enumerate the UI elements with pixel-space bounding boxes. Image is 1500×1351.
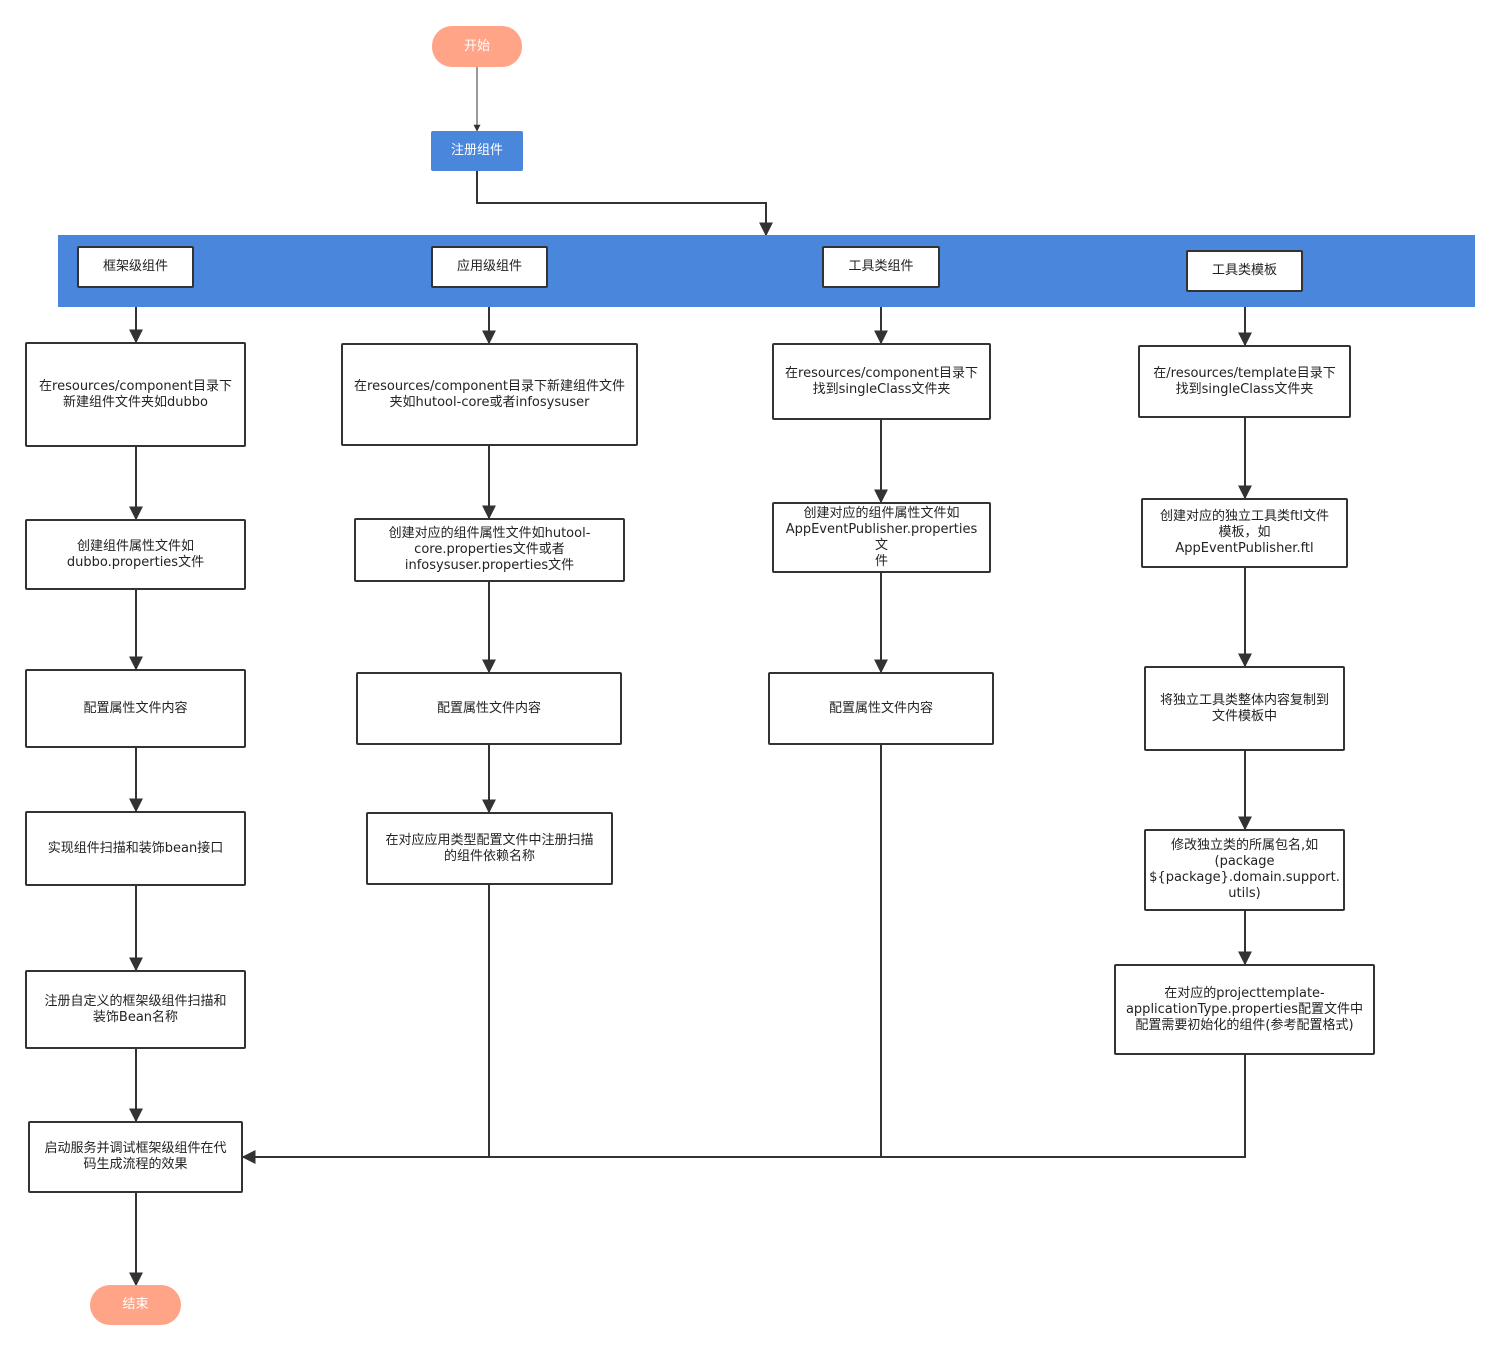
c2-step-3: 配置属性文件内容: [356, 672, 622, 745]
c4-step-2: 创建对应的独立工具类ftl文件 模板，如 AppEventPublisher.f…: [1141, 498, 1348, 568]
c1-step-2: 创建组件属性文件如 dubbo.properties文件: [25, 519, 246, 590]
c1-step-6: 启动服务并调试框架级组件在代 码生成流程的效果: [28, 1121, 243, 1193]
c3-step-1: 在resources/component目录下 找到singleClass文件夹: [772, 343, 991, 420]
c3-step-3: 配置属性文件内容: [768, 672, 994, 745]
c1-step-3: 配置属性文件内容: [25, 669, 246, 748]
start-terminal: 开始: [432, 26, 522, 67]
c2-step-1: 在resources/component目录下新建组件文件 夹如hutool-c…: [341, 343, 638, 446]
c2-step-4: 在对应应用类型配置文件中注册扫描 的组件依赖名称: [366, 812, 613, 885]
c4-step-5: 在对应的projecttemplate- applicationType.pro…: [1114, 964, 1375, 1055]
framework-component-header: 框架级组件: [77, 246, 194, 288]
tool-template-header: 工具类模板: [1186, 250, 1303, 292]
connector-24: [241, 1055, 1246, 1164]
connector-2: [476, 171, 773, 237]
application-component-header: 应用级组件: [431, 246, 548, 288]
c1-step-1: 在resources/component目录下 新建组件文件夹如dubbo: [25, 342, 246, 447]
tool-component-header: 工具类组件: [822, 246, 940, 288]
c1-step-5: 注册自定义的框架级组件扫描和 装饰Bean名称: [25, 970, 246, 1049]
c1-step-4: 实现组件扫描和装饰bean接口: [25, 811, 246, 886]
c4-step-3: 将独立工具类整体内容复制到 文件模板中: [1144, 666, 1345, 751]
c2-step-2: 创建对应的组件属性文件如hutool- core.properties文件或者 …: [354, 518, 625, 582]
end-terminal: 结束: [90, 1285, 181, 1325]
c3-step-2: 创建对应的组件属性文件如 AppEventPublisher.propertie…: [772, 502, 991, 573]
register-component-node: 注册组件: [431, 131, 523, 171]
c4-step-4: 修改独立类的所属包名,如 (package ${package}.domain.…: [1144, 829, 1345, 911]
c4-step-1: 在/resources/template目录下 找到singleClass文件夹: [1138, 345, 1351, 418]
